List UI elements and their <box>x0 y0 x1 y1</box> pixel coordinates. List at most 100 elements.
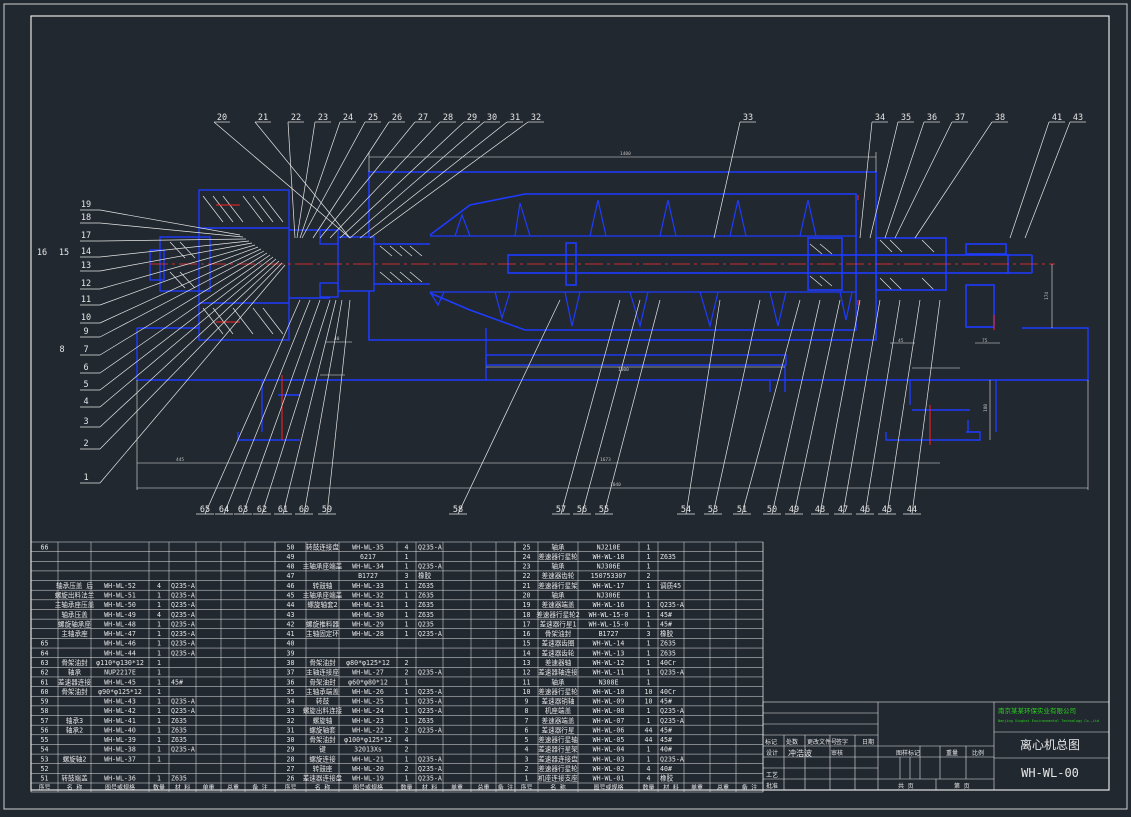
part-number: 32 <box>287 717 295 725</box>
part-name: 骨架油封 <box>61 658 88 667</box>
part-spec: WH-WL-14 <box>593 640 625 648</box>
part-spec: WH-WL-17 <box>593 582 625 590</box>
part-material: 45# <box>660 620 672 628</box>
part-material: 40Cr <box>660 688 676 696</box>
part-material: 40# <box>660 746 672 754</box>
balloon-label: 14 <box>81 247 91 257</box>
part-material: 40Cr <box>660 659 676 667</box>
part-name: 差速器行星1 <box>540 619 577 628</box>
part-name: 螺旋连接 <box>309 754 336 763</box>
balloon-label: 30 <box>487 113 497 123</box>
part-qty: 1 <box>157 678 161 686</box>
balloon-label: 4 <box>83 397 88 407</box>
part-material: Q235-A <box>418 669 442 677</box>
part-qty: 1 <box>647 678 651 686</box>
part-spec: 6217 <box>360 553 376 561</box>
part-name: 差速器连接盘 <box>538 754 578 763</box>
part-number: 10 <box>523 688 531 696</box>
part-name: 轴承 <box>551 677 565 686</box>
part-name: 轴承 <box>68 668 82 677</box>
part-material: Z635 <box>660 649 676 657</box>
part-number: 24 <box>523 553 531 561</box>
part-spec: WH-WL-38 <box>104 746 136 754</box>
part-name: 主轴承座压盖 <box>55 600 95 609</box>
part-name: 螺旋轴承座 <box>58 619 91 628</box>
part-qty: 2 <box>405 726 409 734</box>
part-name: 差速器行星 <box>542 725 575 734</box>
part-number: 39 <box>287 649 295 657</box>
part-name: 主轴承座端盖 <box>303 562 343 571</box>
part-number: 43 <box>287 611 295 619</box>
part-material: 调质45 <box>660 581 681 590</box>
dimension-texts: 1400 1000 1673 445 75 174 45 180 40 1040 <box>176 151 1050 488</box>
sheet-of-label: 第 页 <box>954 782 970 790</box>
part-qty: 4 <box>157 611 161 619</box>
part-name: 差速器轴连接 <box>538 668 578 677</box>
part-number: 11 <box>523 678 531 686</box>
part-qty: 44 <box>645 726 653 734</box>
part-spec: WH-WL-04 <box>593 746 625 754</box>
table-header: 备 注 <box>498 784 514 792</box>
part-qty: 1 <box>157 640 161 648</box>
table-header: 数量 <box>400 784 412 792</box>
part-name: 螺旋出料连接 <box>303 706 343 715</box>
part-number: 60 <box>41 688 49 696</box>
part-material: Q235-A <box>418 688 442 696</box>
part-spec: 32013Xs <box>354 746 382 754</box>
part-qty: 1 <box>647 543 651 551</box>
dimension-lines <box>136 152 1089 490</box>
part-spec: NJ306E <box>597 592 621 600</box>
part-qty: 1 <box>647 611 651 619</box>
dimension-text: 40 <box>334 336 340 342</box>
part-material: Q235-A <box>171 611 195 619</box>
part-material: Z635 <box>418 611 434 619</box>
part-spec: WH-WL-23 <box>352 717 384 725</box>
part-qty: 1 <box>647 620 651 628</box>
part-material: Z635 <box>660 553 676 561</box>
part-number: 53 <box>41 755 49 763</box>
part-qty: 1 <box>157 620 161 628</box>
part-material: Q235-A <box>418 543 442 551</box>
part-qty: 1 <box>647 707 651 715</box>
dimension-text: 1000 <box>618 367 629 373</box>
part-material: Q235-A <box>418 775 442 783</box>
table-header: 单重 <box>202 784 214 792</box>
part-qty: 1 <box>157 698 161 706</box>
drawing-name: 离心机总图 <box>1020 737 1080 752</box>
inner-frame <box>30 15 1110 791</box>
check-label: 工艺 <box>766 771 778 779</box>
part-spec: WH-WL-37 <box>104 755 136 763</box>
part-spec: φ90*φ125*12 <box>98 688 142 696</box>
part-name: 骨架油封 <box>61 687 88 696</box>
table-header: 总重 <box>717 784 729 792</box>
part-spec: WH-WL-10 <box>593 688 625 696</box>
balloon-label: 13 <box>81 261 91 271</box>
part-qty: 1 <box>157 707 161 715</box>
weight-label: 重量 <box>946 749 958 757</box>
part-number: 37 <box>287 669 295 677</box>
part-material: Q235-A <box>660 601 684 609</box>
table-header: 备 注 <box>742 784 758 792</box>
part-qty: 2 <box>405 659 409 667</box>
part-material: Z635 <box>171 736 187 744</box>
part-number: 61 <box>41 678 49 686</box>
part-spec: WH-WL-42 <box>104 707 136 715</box>
part-material: Q235-A <box>171 601 195 609</box>
part-qty: 1 <box>157 630 161 638</box>
part-name: 机座连接支座 <box>538 774 578 783</box>
balloon-label: 50 <box>767 505 777 515</box>
part-qty: 1 <box>647 553 651 561</box>
part-number: 13 <box>523 659 531 667</box>
part-name: 轴承3 <box>66 716 83 725</box>
table-header: 单重 <box>451 784 463 792</box>
part-name: 差速器连接 <box>58 677 91 686</box>
part-material: Z635 <box>171 775 187 783</box>
balloon-label: 49 <box>789 505 799 515</box>
part-number: 26 <box>287 775 295 783</box>
part-name: 差速器行星轴 <box>538 735 578 744</box>
part-number: 17 <box>523 620 531 628</box>
tb-row-label: 处数 <box>786 738 798 746</box>
part-qty: 1 <box>157 592 161 600</box>
part-name: 差速器齿圈 <box>542 639 575 648</box>
part-qty: 1 <box>647 601 651 609</box>
